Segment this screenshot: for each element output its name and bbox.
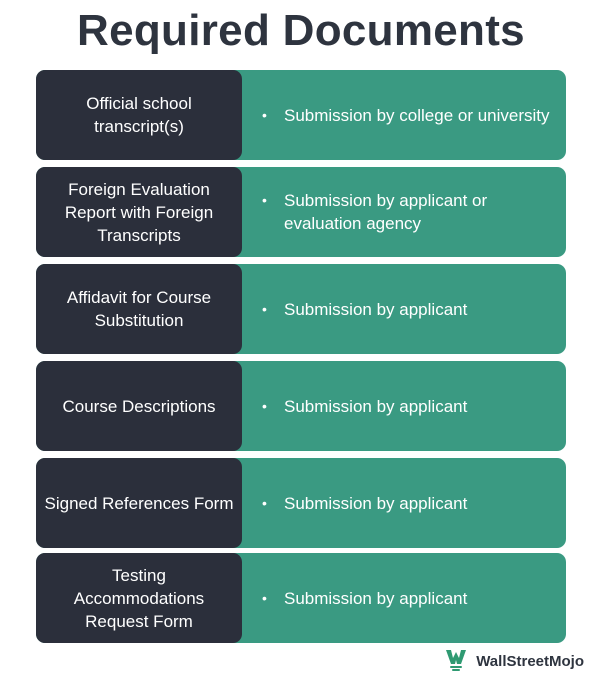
bullet-icon: • xyxy=(262,397,267,414)
document-name: Course Descriptions xyxy=(36,361,242,451)
bullet-icon: • xyxy=(262,106,267,123)
document-row: Official school transcript(s) • Submissi… xyxy=(36,70,566,160)
bullet-icon: • xyxy=(262,589,267,606)
document-row: Testing Accommodations Request Form • Su… xyxy=(36,553,566,643)
document-row: Foreign Evaluation Report with Foreign T… xyxy=(36,167,566,257)
brand-name: WallStreetMojo xyxy=(476,652,584,670)
submission-text: Submission by applicant xyxy=(284,493,468,513)
submission-detail: • Submission by college or university xyxy=(262,70,558,160)
submission-detail: • Submission by applicant xyxy=(262,361,558,451)
document-name: Foreign Evaluation Report with Foreign T… xyxy=(36,167,242,257)
submission-text: Submission by applicant xyxy=(284,396,468,416)
document-row: Signed References Form • Submission by a… xyxy=(36,458,566,548)
submission-text: Submission by applicant xyxy=(284,299,468,319)
document-name: Testing Accommodations Request Form xyxy=(36,553,242,643)
document-name: Signed References Form xyxy=(36,458,242,548)
bullet-icon: • xyxy=(262,494,267,511)
submission-text: Submission by college or university xyxy=(284,105,550,125)
submission-detail: • Submission by applicant xyxy=(262,553,558,643)
submission-detail: • Submission by applicant xyxy=(262,458,558,548)
brand-logo: WallStreetMojo xyxy=(442,648,584,674)
submission-text: Submission by applicant xyxy=(284,588,468,608)
submission-detail: • Submission by applicant xyxy=(262,264,558,354)
document-row: Affidavit for Course Substitution • Subm… xyxy=(36,264,566,354)
bullet-icon: • xyxy=(262,300,267,317)
document-row: Course Descriptions • Submission by appl… xyxy=(36,361,566,451)
brand-mark-icon xyxy=(446,650,467,671)
submission-text: Submission by applicant or evaluation ag… xyxy=(284,191,488,233)
document-name: Official school transcript(s) xyxy=(36,70,242,160)
document-name: Affidavit for Course Substitution xyxy=(36,264,242,354)
page-title: Required Documents xyxy=(77,6,525,55)
bullet-icon: • xyxy=(262,192,267,208)
submission-detail: • Submission by applicant or evaluation … xyxy=(262,167,558,257)
